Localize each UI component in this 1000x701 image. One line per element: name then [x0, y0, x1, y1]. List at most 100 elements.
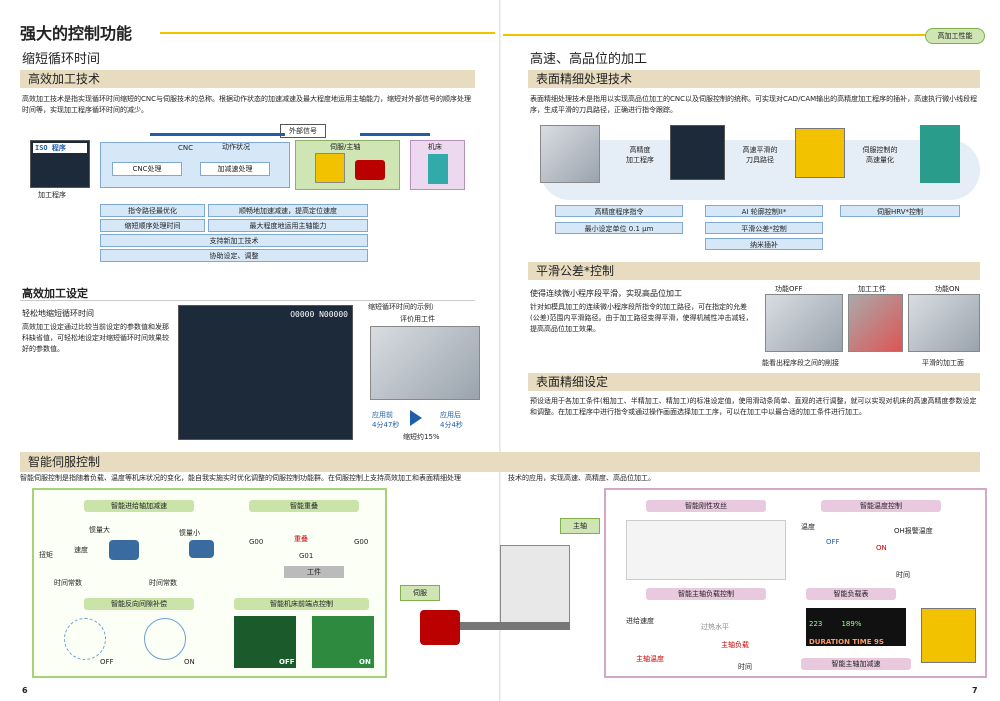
tip-on-image — [312, 616, 374, 668]
smart-servo-text-right: 技术的应用，实现高速、高精度、高品位加工。 — [508, 474, 655, 482]
after-label: 应用后 — [440, 411, 461, 419]
cnc-screen-image — [670, 125, 725, 180]
page-number-left: 6 — [22, 686, 28, 695]
ball-screw — [460, 622, 570, 630]
temp-on: ON — [876, 544, 887, 552]
item-2: 缩短顺序处理时间 — [100, 219, 205, 232]
tip-on-label: ON — [359, 658, 371, 666]
servo-amp-image-2 — [795, 128, 845, 178]
title-rule — [160, 32, 495, 34]
oh-label: OH报警温度 — [894, 527, 933, 535]
before-time: 4分47秒 — [372, 421, 400, 429]
machine-image — [428, 154, 448, 184]
easy-title: 轻松地缩短循环时间 — [22, 309, 94, 318]
backlash-on: ON — [184, 658, 195, 666]
accel-proc-box: 加减速处理 — [200, 162, 270, 176]
servo-amp-image — [315, 153, 345, 183]
meter-duration: DURATION TIME 9S — [809, 638, 884, 646]
spindle-panel-group: 智能刚性攻丝 智能温度控制 温度 OH报警温度 OFF ON 时间 智能主轴负载… — [604, 488, 987, 678]
servo-spindle-label: 伺服/主轴 — [330, 143, 361, 151]
speed-label: 速度 — [74, 546, 88, 554]
smooth-text: 针对如模具加工的连续微小程序段所指令的加工路径，可在指定的允差(公差)范围内平滑… — [530, 303, 753, 333]
meter-a: 223 — [809, 620, 823, 628]
band-high-efficiency: 高效加工技术 — [20, 70, 475, 88]
spindle-body-image — [500, 545, 570, 625]
signal-line-2 — [360, 133, 430, 136]
load-meter-display: 223 189% DURATION TIME 9S — [806, 608, 906, 646]
smart-servo-text-left: 智能伺服控制是指随着负载、温度等机床状况的变化，能自我实施实时优化调整的伺服控制… — [20, 474, 461, 482]
workpiece-title: 评价用工件 — [400, 315, 435, 323]
tapping-title: 智能刚性攻丝 — [646, 500, 766, 512]
machine-image-2 — [920, 125, 960, 183]
band-fine: 表面精细设定 — [528, 373, 980, 391]
easy-text: 高效加工设定通过比较当前设定的参数值和发那科缺省值，可轻松地设定对缩短循环时间效… — [22, 323, 169, 353]
efficiency-diagram: 外部信号 ISO 程序 加工程序 CNC 动作状况 CNC处理 加减速处理 伺服… — [30, 120, 480, 270]
flow-step-0: 高精度 加工程序 — [626, 146, 654, 164]
feed-accel-title: 智能进给轴加减速 — [84, 500, 194, 512]
band2-title: 高效加工设定 — [22, 287, 88, 300]
tip-off-image — [234, 616, 296, 668]
g01-label: G01 — [299, 552, 314, 560]
overlap-workpiece: 工件 — [284, 566, 344, 578]
reduction-arrow — [410, 410, 422, 426]
box-5: 纳米插补 — [705, 238, 823, 250]
load-meter-title: 智能负载表 — [806, 588, 896, 600]
item-1: 顺畅地加速减速，提高定位速度 — [208, 204, 368, 217]
box-3: 最小设定单位 0.1 μm — [555, 222, 683, 234]
box-2: 伺服HRV*控制 — [840, 205, 960, 217]
band-smooth: 平滑公差*控制 — [528, 262, 980, 280]
backlash-circle-on — [144, 618, 186, 660]
motor-image-a — [109, 540, 139, 560]
machine-label: 机床 — [428, 143, 442, 151]
program-caption: 加工程序 — [38, 191, 66, 199]
g00-a: G00 — [249, 538, 264, 546]
workpiece-photo-2 — [848, 294, 903, 352]
smooth-title: 使得连续微小程序段平滑，实现高品位加工 — [530, 289, 682, 298]
right-subtitle: 高速、高品位的加工 — [530, 52, 648, 67]
external-signal-box: 外部信号 — [280, 124, 326, 138]
on-surface-photo — [908, 294, 980, 352]
backlash-circle-off — [64, 618, 106, 660]
flow-step-2: 伺服控制的 高速量化 — [862, 146, 898, 164]
item-4: 支持新加工技术 — [100, 234, 368, 247]
fine-text: 预设适用于各加工条件(粗加工、半精加工、精加工)的标准设定值，使用滑动条简单、直… — [530, 397, 977, 416]
cnc-label: CNC — [178, 144, 194, 152]
workpiece-photo — [370, 326, 480, 400]
spindle-temp-label: 主轴温度 — [636, 655, 664, 663]
servo-label: 伺服 — [400, 585, 440, 601]
g00-b: G00 — [354, 538, 369, 546]
cad-monitor-image — [540, 125, 600, 183]
band2-rule — [20, 300, 475, 301]
box-4: 平滑公差*控制 — [705, 222, 823, 234]
torque-label: 扭矩 — [39, 551, 53, 559]
backlash-title: 智能反向间隙补偿 — [84, 598, 194, 610]
servo-motor-big — [420, 610, 460, 645]
servo-panel-group: 智能进给轴加减速 智能重叠 惯量大 惯量小 速度 扭矩 时间常数 时间常数 G0… — [32, 488, 387, 678]
setting-screen: O0000 N00000 — [178, 305, 353, 440]
spindle-amp-image — [921, 608, 976, 663]
left-subtitle: 缩短循环时间 — [22, 52, 101, 67]
item-3: 最大程度地运用主轴能力 — [208, 219, 368, 232]
off-surface-photo — [765, 294, 843, 352]
caption-left: 能看出程序段之间的削接 — [762, 359, 839, 367]
caption-right: 平滑的加工面 — [922, 359, 964, 367]
overload-label: 过热水平 — [701, 623, 729, 631]
overlap-label: 重叠 — [294, 535, 308, 543]
band-smart-servo: 智能伺服控制 — [20, 452, 980, 472]
page-number-right: 7 — [972, 686, 978, 695]
band-surface: 表面精细处理技术 — [528, 70, 980, 88]
flow-ellipse — [540, 140, 980, 200]
box-1: AI 轮廓控制II* — [705, 205, 823, 217]
example-title: 缩短循环时间的示例） — [368, 303, 438, 311]
motor-image-b — [189, 540, 214, 558]
func-off-label: 功能OFF — [775, 285, 803, 293]
iso-program-label: ISO 程序 — [33, 143, 87, 153]
temp-time: 时间 — [896, 571, 910, 579]
screen-header: O0000 N00000 — [290, 310, 348, 319]
reduction-label: 缩短约15% — [403, 433, 440, 441]
right-rule — [503, 34, 925, 36]
load-time-label: 时间 — [738, 663, 752, 671]
after-time: 4分4秒 — [440, 421, 463, 429]
spindle-label: 主轴 — [560, 518, 600, 534]
temp-title: 智能温度控制 — [821, 500, 941, 512]
